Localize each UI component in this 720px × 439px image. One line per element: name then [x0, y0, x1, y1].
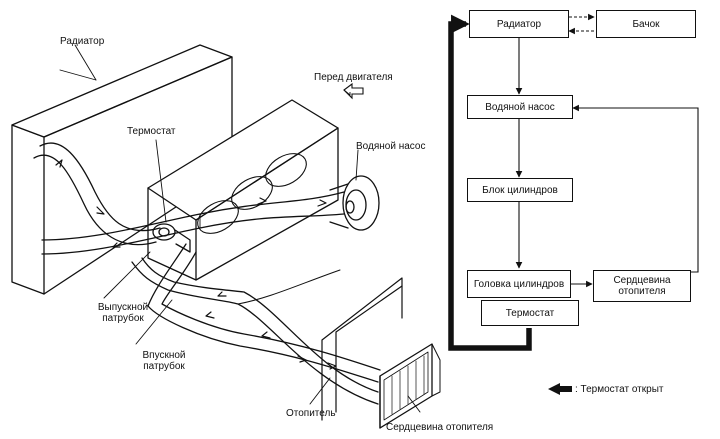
- flowchart-box-heater-core: Сердцевина отопителя: [593, 270, 691, 302]
- radiator-side-face: [43, 56, 233, 295]
- flowchart-box-tank: Бачок: [596, 10, 696, 38]
- heater-core-callout: Сердцевина отопителя: [386, 422, 494, 433]
- direction-callout: Перед двигателя: [314, 72, 393, 83]
- legend-arrow-icon: [548, 383, 572, 395]
- water-pump-callout: Водяной насос: [356, 141, 426, 152]
- legend-text: : Термостат открыт: [575, 384, 664, 395]
- thermostat-open-return-path: [448, 14, 532, 351]
- radiator-lower-hose: [41, 191, 345, 255]
- flowchart-box-radiator: Радиатор: [469, 10, 569, 38]
- water-pump-drawing: [329, 175, 380, 231]
- engine-block-front: [147, 187, 197, 281]
- engine-block-side: [195, 127, 339, 281]
- flow-arrows: [55, 159, 337, 370]
- radiator-callout: Радиатор: [60, 36, 105, 47]
- heater-outlet-hose: [147, 243, 381, 383]
- flowchart-box-cylinder-block: Блок цилиндров: [467, 178, 573, 202]
- heater-housing-drawing: [321, 277, 403, 421]
- flowchart-box-cylinder-head: Головка цилиндров: [467, 270, 571, 298]
- heater-core-drawing: [379, 343, 441, 429]
- flowchart-box-water-pump: Водяной насос: [467, 95, 573, 119]
- inlet-pipe-callout: Впускной патрубок: [142, 350, 186, 372]
- leader-lines: [74, 44, 421, 413]
- flowchart-box-thermostat: Термостат: [481, 300, 579, 326]
- outlet-pipe-callout: Выпускной патрубок: [97, 302, 149, 324]
- heater-return-line: [572, 104, 699, 273]
- heater-callout: Отопитель: [286, 408, 336, 419]
- thermostat-callout: Термостат: [127, 126, 176, 137]
- heater-inlet-hose: [131, 257, 379, 405]
